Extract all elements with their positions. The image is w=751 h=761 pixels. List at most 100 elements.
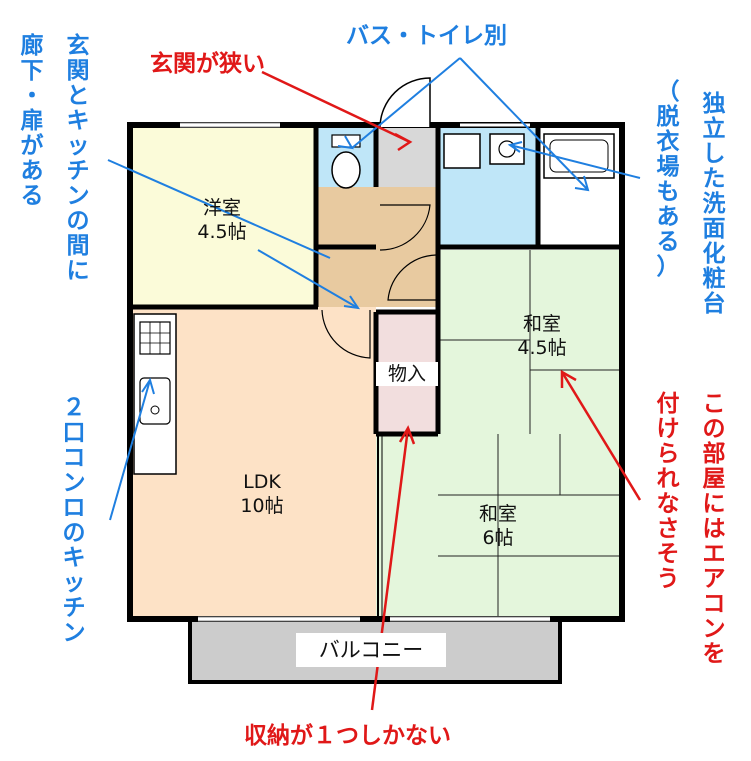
vertical-char: 部 (702, 441, 726, 467)
vertical-char: ） (656, 254, 680, 280)
vertical-char: に (66, 258, 90, 284)
vertical-char: コ (62, 445, 86, 471)
vertical-char: 下 (20, 58, 44, 84)
no-aircon-note: この部屋にはエアコンを (700, 392, 728, 667)
vertical-char: 粧 (702, 266, 726, 292)
vertical-char: 関 (66, 58, 90, 84)
tatami-lines (438, 250, 620, 617)
vertical-char: 面 (702, 216, 726, 242)
hall-door-arc (379, 204, 431, 251)
hallway-between-note: 玄関とキッチンの間に (64, 34, 92, 284)
vertical-char: ッ (62, 570, 86, 596)
japanese-small-label: 和室 4.5帖 (492, 312, 592, 360)
stove-icon (139, 321, 171, 355)
storage-label: 物入 (376, 362, 438, 386)
japanese-room-small (438, 250, 620, 434)
vertical-char: チ (66, 158, 90, 184)
japanese-small-size: 4.5帖 (517, 337, 567, 359)
vertical-char: 間 (66, 233, 90, 259)
vertical-char: ら (656, 441, 680, 467)
vertical-char: け (656, 416, 680, 442)
vertical-char: る (20, 183, 44, 209)
japanese-large-name: 和室 (478, 503, 517, 525)
vertical-char: ・ (20, 83, 44, 109)
western-room-label: 洋室 4.5帖 (172, 196, 272, 244)
vertical-char: あ (656, 204, 680, 230)
toilet-bowl-icon (331, 151, 361, 189)
vertical-char: キ (62, 545, 86, 571)
vertical-char: 廊 (20, 33, 44, 59)
vertical-char: 屋 (702, 466, 726, 492)
balcony-label: バルコニー (296, 633, 446, 667)
vertical-char: は (702, 516, 726, 542)
vertical-char: 立 (702, 116, 726, 142)
vertical-char: さ (656, 516, 680, 542)
vertical-char: 場 (656, 154, 680, 180)
vertical-char: の (66, 208, 90, 234)
japanese-large-size: 6帖 (482, 527, 514, 549)
vertical-char: ロ (62, 495, 86, 521)
vertical-char: が (20, 133, 44, 159)
vertical-char: ン (62, 620, 86, 646)
vertical-char: （ (656, 79, 680, 105)
vertical-char: コ (702, 591, 726, 617)
vertical-char: キ (66, 108, 90, 134)
narrow-entrance-note: 玄関が狭い (150, 51, 265, 77)
japanese-large-label: 和室 6帖 (448, 502, 548, 550)
interior-walls (132, 127, 620, 437)
vertical-char: 洗 (702, 191, 726, 217)
vertical-char: う (656, 566, 680, 592)
vertical-char: れ (656, 466, 680, 492)
vertical-char: 台 (702, 291, 726, 317)
vertical-char: の (62, 520, 86, 546)
vertical-char: る (656, 229, 680, 255)
western-room (132, 127, 316, 307)
vertical-char: ッ (66, 133, 90, 159)
blue-arrows (107, 57, 641, 521)
washing-machine-icon (443, 133, 481, 169)
vertical-char: の (702, 416, 726, 442)
vertical-char: 脱 (656, 104, 680, 130)
ldk-door-arc (321, 309, 371, 359)
vertical-char: ン (66, 183, 90, 209)
vertical-char: し (702, 141, 726, 167)
washstand-icon (489, 133, 525, 165)
washstand-note: 独立した洗面化粧台 (700, 92, 728, 317)
vertical-char: ア (702, 566, 726, 592)
windows (180, 123, 550, 621)
one-storage-note: 収納が１つしかない (244, 723, 451, 749)
vertical-char: も (656, 179, 680, 205)
vertical-char: エ (702, 541, 726, 567)
vertical-char: た (702, 166, 726, 192)
vertical-char: 玄 (66, 33, 90, 59)
storage-name: 物入 (387, 363, 426, 385)
western-room-name: 洋室 (202, 197, 241, 219)
ldk-size: 10帖 (240, 495, 284, 517)
entrance (376, 127, 438, 187)
vertical-char: ２ (62, 395, 86, 421)
vertical-char: に (702, 491, 726, 517)
vertical-char: 独 (702, 91, 726, 117)
vertical-char: そ (656, 541, 680, 567)
cannot-install-note: 付けられなさそう (654, 392, 682, 592)
japanese-door-arc (387, 254, 437, 301)
vertical-char: な (656, 491, 680, 517)
vertical-char: と (66, 83, 90, 109)
vertical-char: を (702, 641, 726, 667)
japanese-small-name: 和室 (522, 313, 561, 335)
hallway-door-note: 廊下・扉がある (18, 34, 46, 209)
vertical-char: チ (62, 595, 86, 621)
dressing-room-note: （脱衣場もある） (654, 80, 682, 280)
vertical-char: こ (702, 391, 726, 417)
vertical-char: 扉 (20, 108, 44, 134)
vertical-char: 付 (656, 391, 680, 417)
vertical-char: 口 (62, 420, 86, 446)
vertical-char: ン (702, 616, 726, 642)
western-room-size: 4.5帖 (197, 221, 247, 243)
ldk-name: LDK (243, 471, 281, 493)
vertical-char: 衣 (656, 129, 680, 155)
bath-toilet-note: バス・トイレ別 (346, 23, 507, 49)
vertical-char: ン (62, 470, 86, 496)
